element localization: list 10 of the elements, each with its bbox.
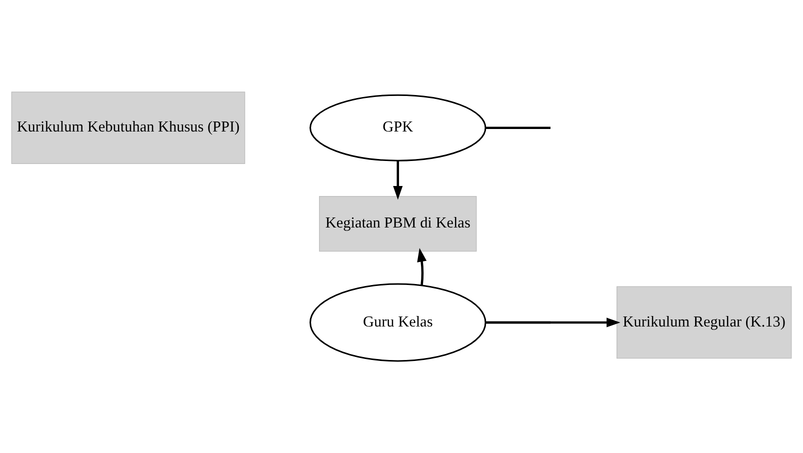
node-box: Kurikulum Kebutuhan Khusus (PPI) — [11, 92, 246, 164]
arrow — [486, 318, 620, 328]
arrow — [417, 248, 427, 286]
connector — [486, 321, 550, 324]
arrow — [393, 160, 403, 200]
node-box: Kegiatan PBM di Kelas — [319, 196, 477, 252]
connector — [486, 126, 550, 129]
node-box: Kurikulum Regular (K.13) — [616, 286, 792, 359]
node-ellipse: GPK — [310, 94, 486, 162]
node-ellipse: Guru Kelas — [310, 283, 486, 362]
